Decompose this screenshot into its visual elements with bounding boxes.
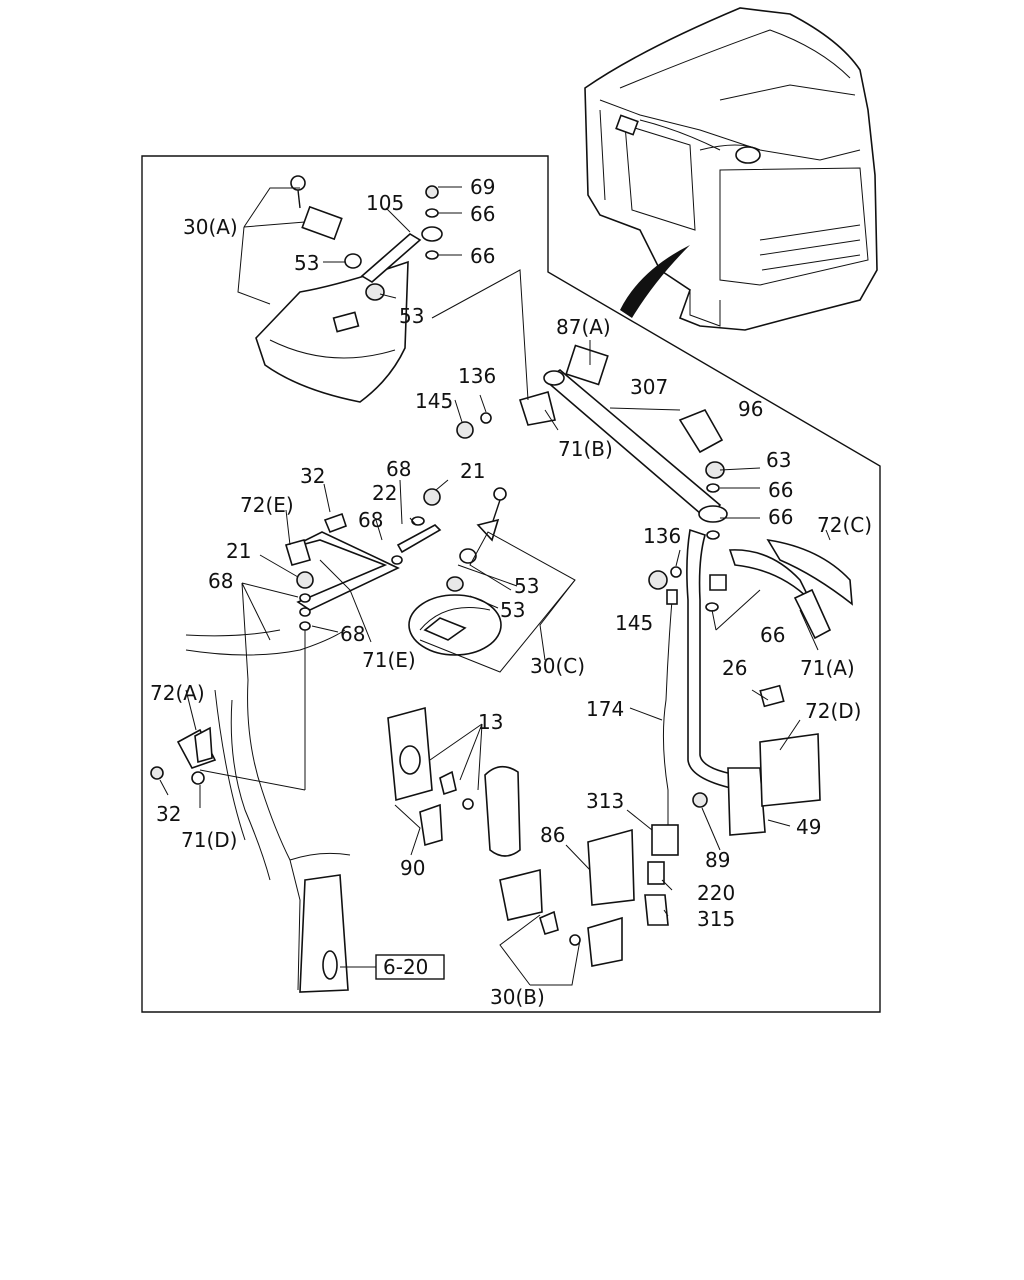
callout-66-mid: 66 — [470, 244, 495, 268]
callout-53-c1: 53 — [514, 574, 539, 598]
callout-90: 90 — [400, 856, 425, 880]
callout-66-right3: 66 — [760, 623, 785, 647]
callout-87a: 87(A) — [556, 315, 611, 339]
callout-66-top: 66 — [470, 202, 495, 226]
callout-68-a: 68 — [386, 457, 411, 481]
arm-307 — [456, 344, 728, 540]
callout-labels: 30(A) 105 69 66 66 53 53 87(A) 307 136 1… — [150, 175, 872, 1009]
callout-71e: 71(E) — [362, 648, 416, 672]
under-mirror-parts — [387, 706, 635, 967]
callout-66-right2: 66 — [768, 505, 793, 529]
callout-68-c: 68 — [208, 569, 233, 593]
callout-32-left: 32 — [156, 802, 181, 826]
callout-89: 89 — [705, 848, 730, 872]
leader-lines — [159, 186, 831, 986]
callout-105: 105 — [366, 191, 404, 215]
callout-145-right: 145 — [615, 611, 653, 635]
mirror-30a — [255, 175, 443, 403]
callout-30a: 30(A) — [183, 215, 238, 239]
right-stay — [644, 528, 853, 926]
callout-21-top: 21 — [460, 459, 485, 483]
callout-174: 174 — [586, 697, 624, 721]
callout-71d: 71(D) — [181, 828, 237, 852]
callout-13: 13 — [478, 710, 503, 734]
callout-32-top: 32 — [300, 464, 325, 488]
callout-136-right: 136 — [643, 524, 681, 548]
callout-72c: 72(C) — [817, 513, 872, 537]
diagram-frame — [141, 155, 881, 1013]
mirror-30c — [408, 548, 502, 656]
truck-cab-illustration — [584, 7, 878, 331]
callout-71a: 71(A) — [800, 656, 855, 680]
reference-box-label: 6-20 — [383, 955, 428, 979]
callout-53-top: 53 — [294, 251, 319, 275]
callout-49: 49 — [796, 815, 821, 839]
callout-21-left: 21 — [226, 539, 251, 563]
callout-96: 96 — [738, 397, 763, 421]
callout-72e: 72(E) — [240, 493, 294, 517]
callout-66-right1: 66 — [768, 478, 793, 502]
callout-71b: 71(B) — [558, 437, 613, 461]
callout-68-d: 68 — [340, 622, 365, 646]
callout-220: 220 — [697, 881, 735, 905]
callout-307: 307 — [630, 375, 668, 399]
callout-136-top: 136 — [458, 364, 496, 388]
callout-86: 86 — [540, 823, 565, 847]
callout-26: 26 — [722, 656, 747, 680]
callout-145-top: 145 — [415, 389, 453, 413]
callout-63: 63 — [766, 448, 791, 472]
callout-53-mid: 53 — [399, 304, 424, 328]
callout-315: 315 — [697, 907, 735, 931]
callout-69: 69 — [470, 175, 495, 199]
callout-313: 313 — [586, 789, 624, 813]
callout-68-b: 68 — [358, 508, 383, 532]
left-bracket-71e — [284, 487, 507, 631]
callout-30c: 30(C) — [530, 654, 585, 678]
callout-72d: 72(D) — [805, 699, 861, 723]
callout-53-c2: 53 — [500, 598, 525, 622]
callout-72a: 72(A) — [150, 681, 205, 705]
door-pillar — [150, 629, 351, 993]
callout-30b: 30(B) — [490, 985, 545, 1009]
reference-box — [375, 954, 445, 980]
callout-22: 22 — [372, 481, 397, 505]
